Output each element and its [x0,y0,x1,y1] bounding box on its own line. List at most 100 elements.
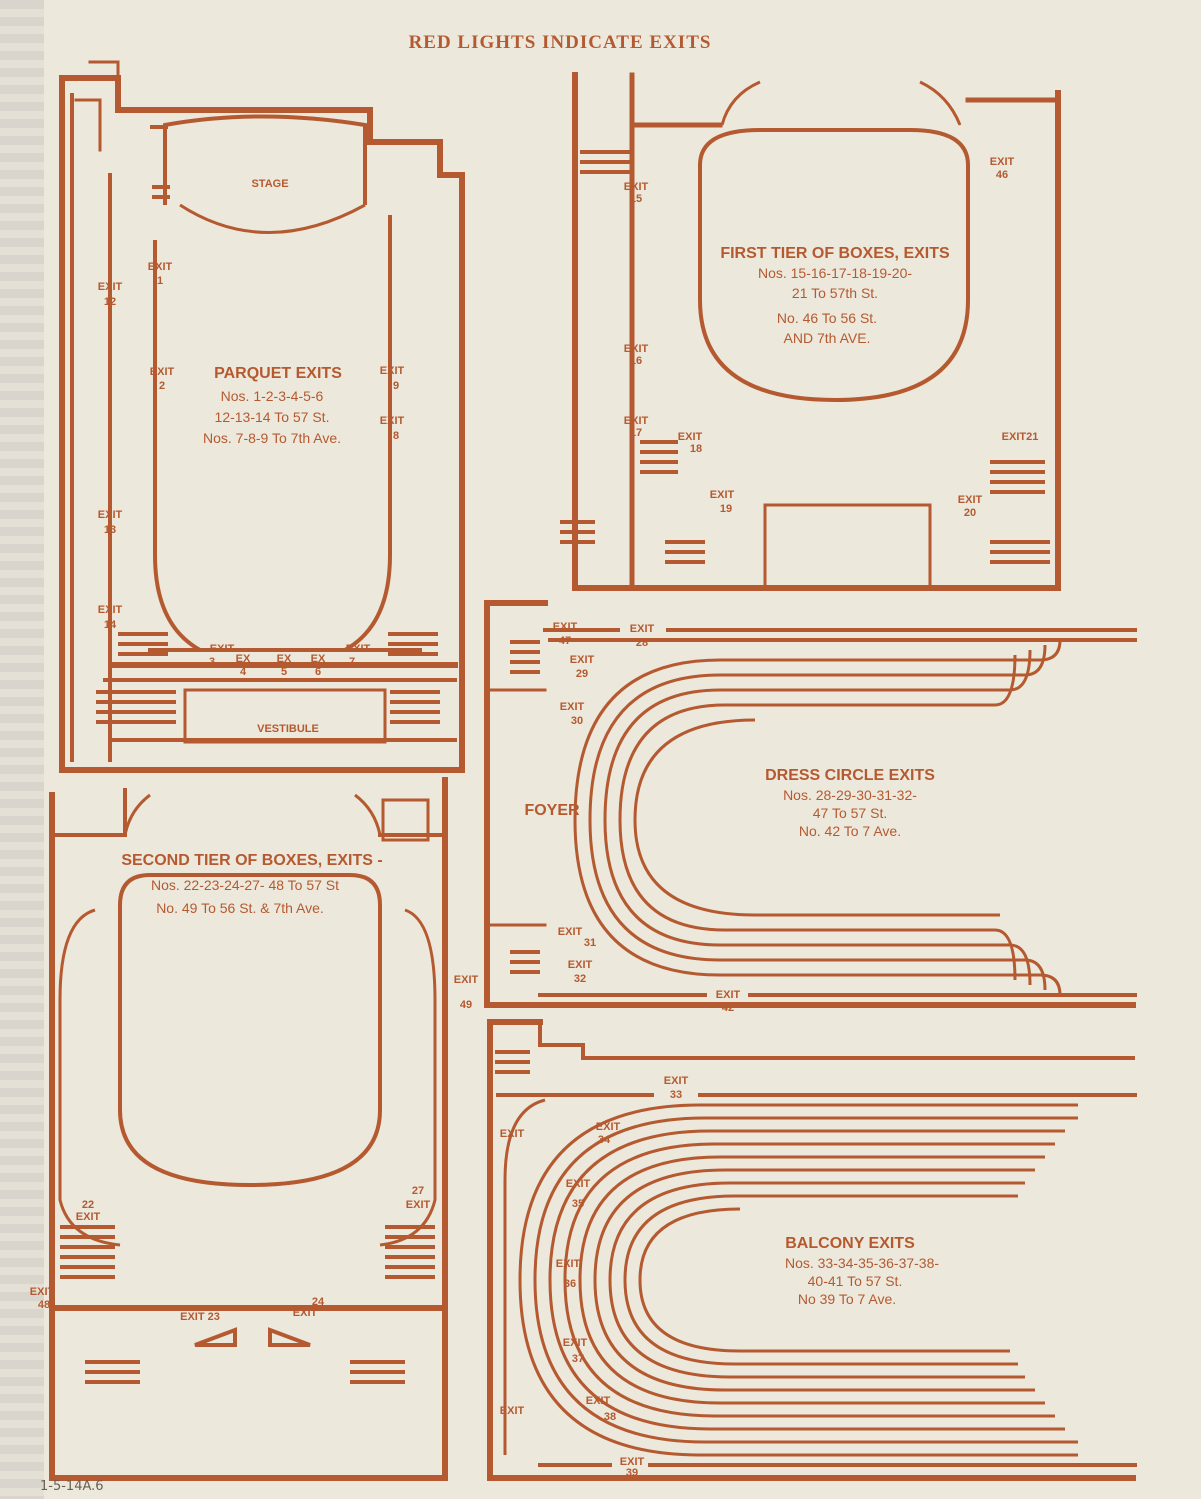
exit-34-number: 34 [598,1134,611,1146]
first-tier-line-4: AND 7th AVE. [784,330,871,346]
dress-circle-plan: FOYER DRESS CIRCLE EXITS Nos. 28-29-30-3… [484,600,1137,1014]
balcony-plan: BALCONY EXITS Nos. 33-34-35-36-37-38- 40… [487,1019,1137,1481]
exit-7-number: 7 [349,656,355,668]
exit-18-label: EXIT [678,431,703,443]
exit-27-label: EXIT [406,1199,431,1211]
parquet-line-2: 12-13-14 To 57 St. [215,409,330,425]
exit-18-number: 18 [690,443,702,455]
exit-24-number: 24 [312,1296,325,1308]
exit-12-number: 12 [104,296,116,308]
exit-38-label: EXIT [586,1395,611,1407]
exit-36-label: EXIT [556,1258,581,1270]
second-tier-line-2: No. 49 To 56 St. & 7th Ave. [156,900,324,916]
exit-20-label: EXIT [958,494,983,506]
exit-9-number: 9 [393,380,399,392]
exit-15-number: 15 [630,193,642,205]
exit-48-label: EXIT [30,1286,55,1298]
first-tier-line-1: Nos. 15-16-17-18-19-20- [758,265,912,281]
exit-41-label: EXIT [500,1405,525,1417]
exit-2-label: EXIT [150,366,175,378]
exit-17-number: 17 [630,427,642,439]
exit-27-number: 27 [412,1185,424,1197]
exit-16-number: 16 [630,355,642,367]
exit-48-number: 48 [38,1299,50,1311]
catalog-note: 1-5-14A.6 [40,1479,104,1494]
balcony-line-3: No 39 To 7 Ave. [798,1291,896,1307]
exit-30-number: 30 [571,715,583,727]
exit-40-label: EXIT [500,1128,525,1140]
vestibule-label: VESTIBULE [257,723,319,735]
exit-13-number: 13 [104,524,116,536]
exit-22-number: 22 [82,1199,94,1211]
exit-6-number: 6 [315,666,321,678]
second-tier-plan: SECOND TIER OF BOXES, EXITS - Nos. 22-23… [30,777,479,1481]
balcony-line-2: 40-41 To 57 St. [808,1273,903,1289]
exit-19-number: 19 [720,503,732,515]
exit-6-label: EX [311,653,326,665]
dress-circle-seating-rows [573,639,1062,996]
first-tier-stairs [560,150,1050,564]
first-tier-line-3: No. 46 To 56 St. [777,310,877,326]
exit-29-number: 29 [576,668,588,680]
exit-39-number: 39 [626,1467,638,1479]
dress-circle-title: DRESS CIRCLE EXITS [765,767,935,784]
balcony-line-1: Nos. 33-34-35-36-37-38- [785,1255,939,1271]
exit-14-number: 14 [104,619,117,631]
exit-35-number: 35 [572,1198,584,1210]
exit-8-number: 8 [393,430,399,442]
exit-42-number: 42 [722,1002,734,1014]
dress-circle-line-3: No. 42 To 7 Ave. [799,823,901,839]
exit-19-label: EXIT [710,489,735,501]
exit-1-label: EXIT [148,261,173,273]
exit-28-label: EXIT [630,623,655,635]
parquet-plan: STAGE VESTIBULE PARQUET EXITS Nos. 1-2-3… [59,60,465,773]
exit-17-label: EXIT [624,415,649,427]
second-tier-stairs [60,1225,435,1384]
exit-13-label: EXIT [98,509,123,521]
first-tier-title: FIRST TIER OF BOXES, EXITS [720,245,950,262]
exit-46-number: 46 [996,169,1008,181]
page-header: RED LIGHTS INDICATE EXITS [409,32,712,53]
exit-29-label: EXIT [570,654,595,666]
exit-5-number: 5 [281,666,287,678]
balcony-seating-rows [518,1103,1078,1457]
first-tier-plan: FIRST TIER OF BOXES, EXITS Nos. 15-16-17… [560,72,1061,591]
exit-35-label: EXIT [566,1178,591,1190]
exit-49-label: EXIT [454,974,479,986]
exit-12-label: EXIT [98,281,123,293]
exit-36-number: 36 [564,1278,576,1290]
parquet-line-1: Nos. 1-2-3-4-5-6 [221,388,324,404]
exit-31-label: EXIT [558,926,583,938]
exit-32-label: EXIT [568,959,593,971]
balcony-title: BALCONY EXITS [785,1235,915,1252]
exit-9-label: EXIT [380,365,405,377]
exit-5-label: EX [277,653,292,665]
exit-47-number: 47 [559,635,571,647]
dress-circle-stairs [510,640,540,974]
exit-32-number: 32 [574,973,586,985]
exit-49-number: 49 [460,999,472,1011]
dress-circle-line-1: Nos. 28-29-30-31-32- [783,787,917,803]
exit-28-number: 28 [636,637,648,649]
first-tier-line-2: 21 To 57th St. [792,285,878,301]
exit-42-label: EXIT [716,989,741,1001]
exit-24-label: EXIT [293,1307,318,1319]
foyer-label: FOYER [524,802,580,819]
second-tier-line-1: Nos. 22-23-24-27- 48 To 57 St [151,877,339,893]
exit-47-label: EXIT [553,621,578,633]
exit-23-label: EXIT 23 [180,1311,220,1323]
exit-4-number: 4 [240,666,247,678]
exit-20-number: 20 [964,507,976,519]
exit-31-number: 31 [584,937,596,949]
exit-46-label: EXIT [990,156,1015,168]
exit-33-label: EXIT [664,1075,689,1087]
parquet-line-3: Nos. 7-8-9 To 7th Ave. [203,430,341,446]
exit-3-label: EXIT [210,643,235,655]
exit-15-label: EXIT [624,181,649,193]
parquet-title: PARQUET EXITS [214,365,342,382]
torn-left-edge [0,0,44,1499]
exit-1-number: 1 [157,275,163,287]
exit-38-number: 38 [604,1411,616,1423]
